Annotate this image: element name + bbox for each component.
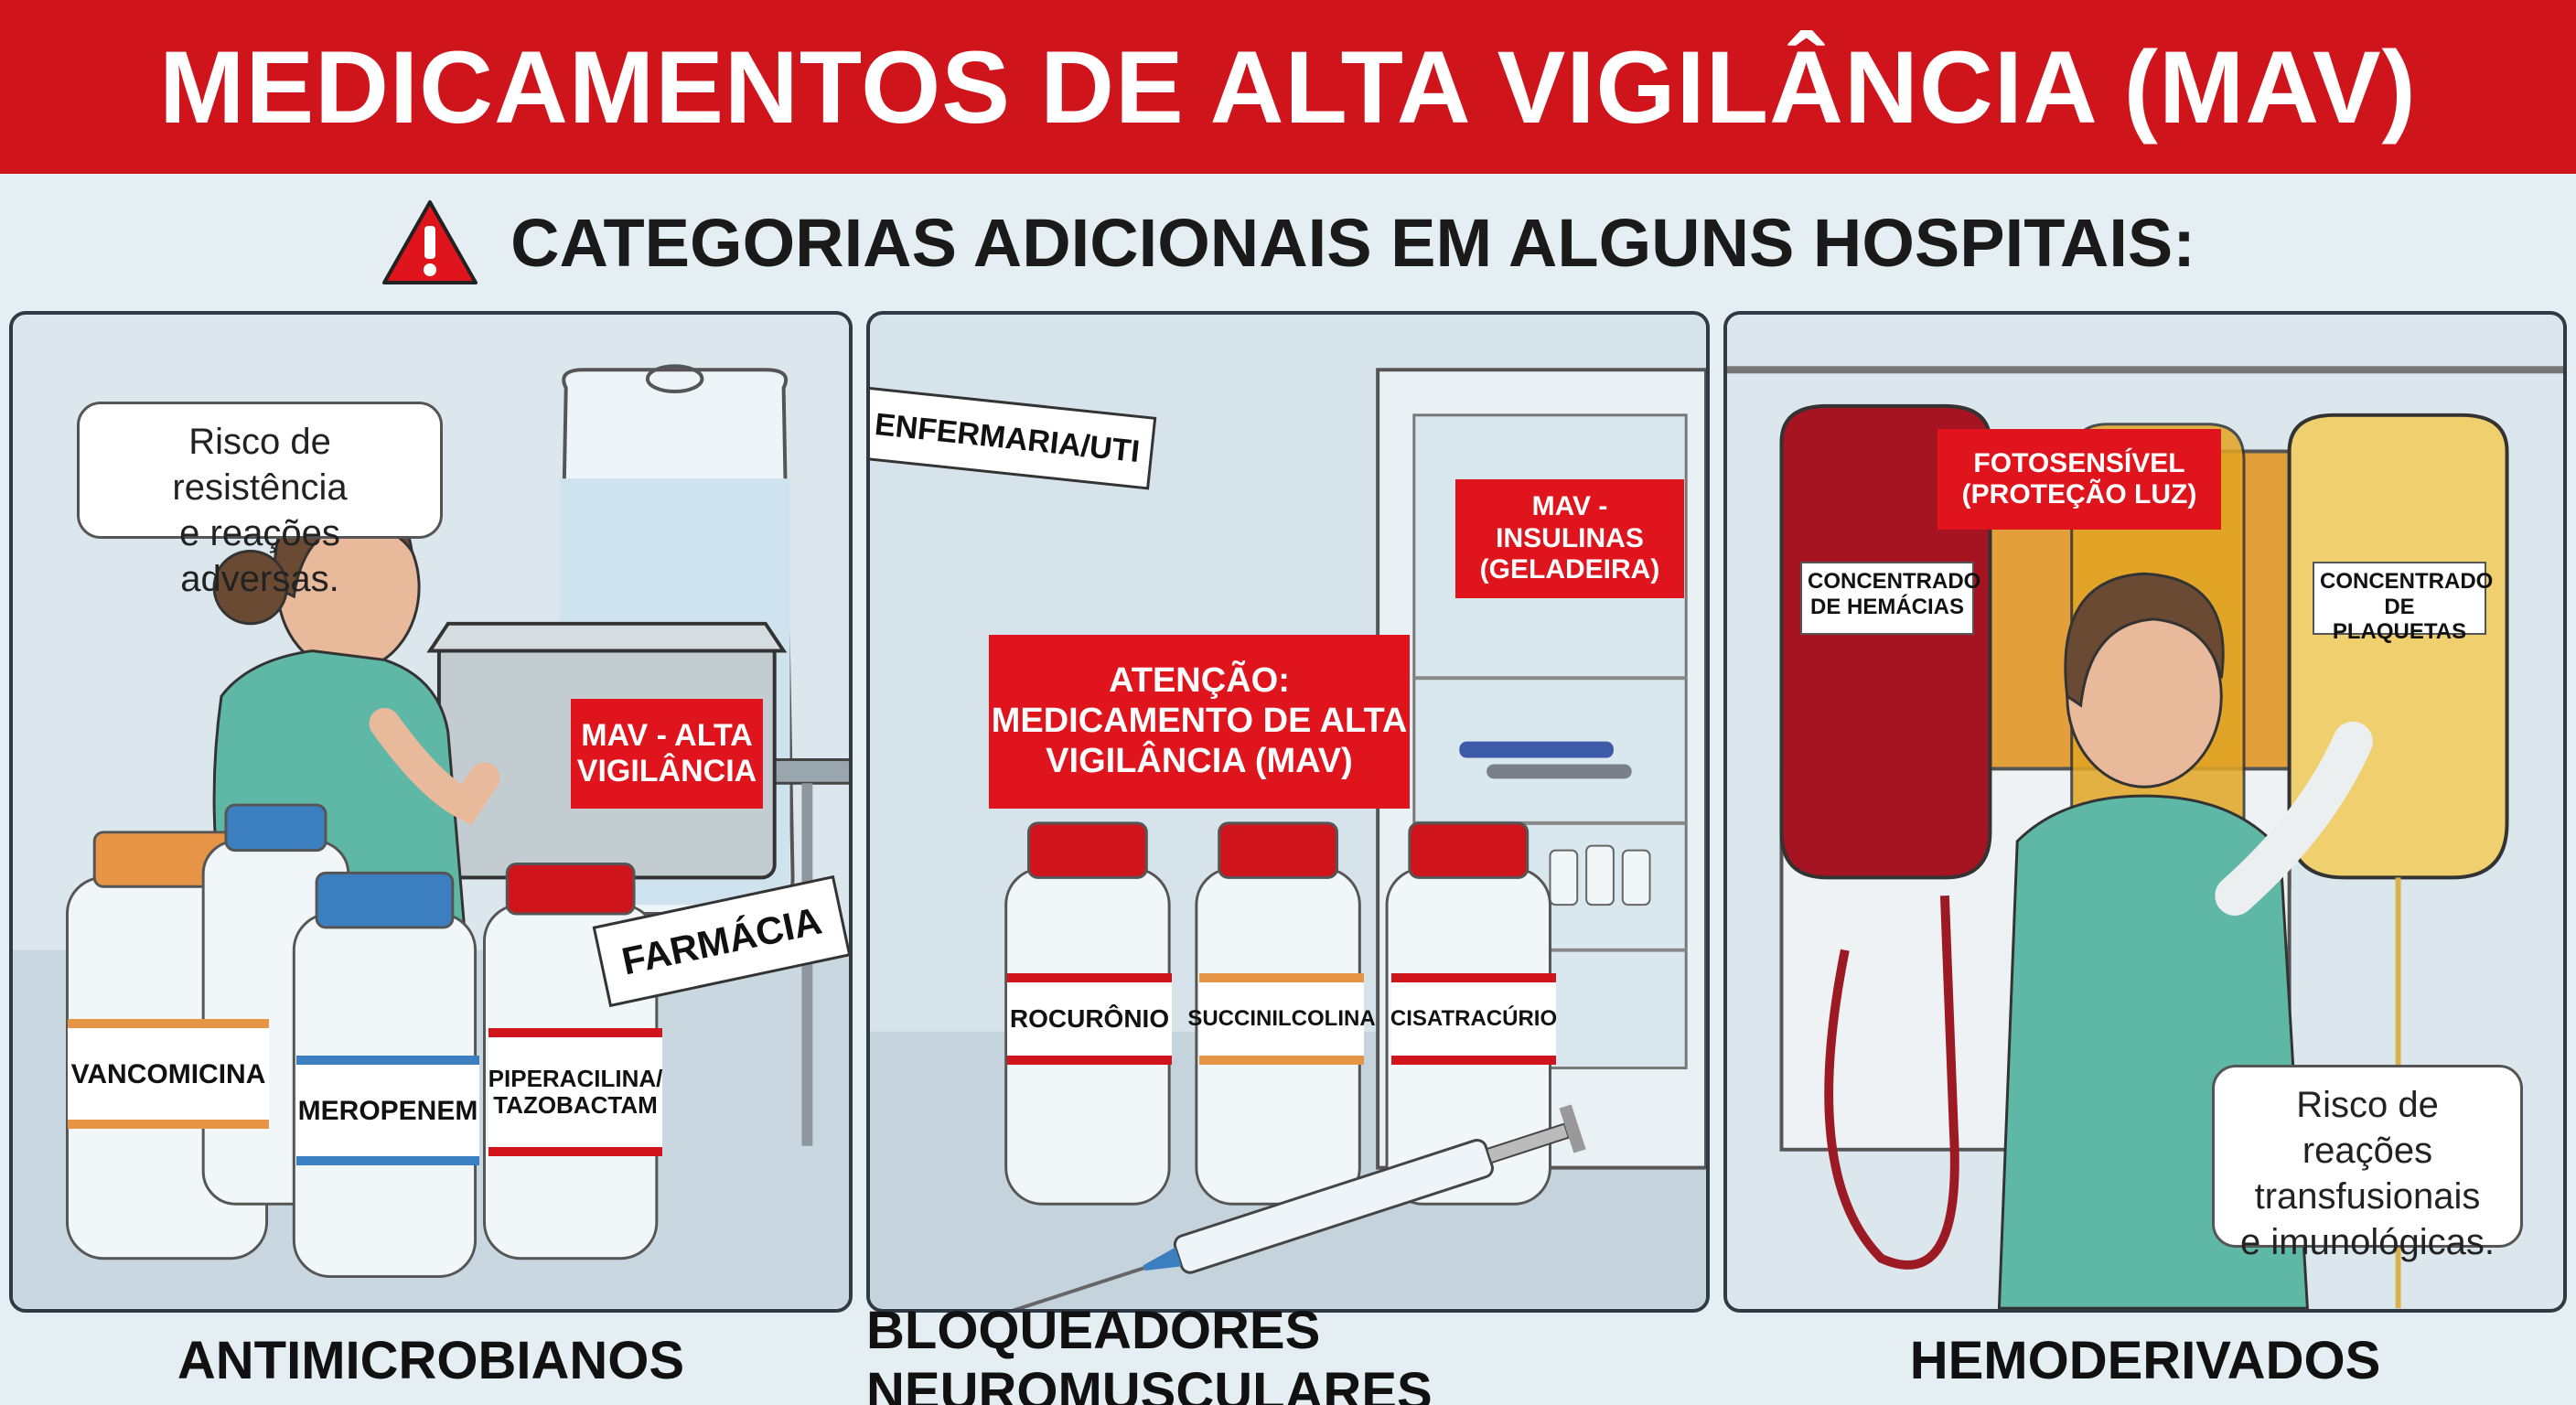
fridge-insulin-label: MAV - INSULINAS (GELADEIRA) bbox=[1455, 479, 1684, 598]
cooler-box-label: MAV - ALTA VIGILÂNCIA bbox=[571, 699, 763, 809]
page-title: MEDICAMENTOS DE ALTA VIGILÂNCIA (MAV) bbox=[159, 29, 2417, 145]
bag-label-hemacias: CONCENTRADO DE HEMÁCIAS bbox=[1800, 562, 1980, 635]
subtitle-text: CATEGORIAS ADICIONAIS EM ALGUNS HOSPITAI… bbox=[510, 204, 2195, 281]
panel-hemoderivados: FOTOSENSÍVEL (PROTEÇÃO LUZ) CONCENTRADO … bbox=[1723, 311, 2567, 1313]
speech-bubble-transfusion: Risco de reações transfusionais e imunol… bbox=[2212, 1065, 2523, 1262]
title-banner: MEDICAMENTOS DE ALTA VIGILÂNCIA (MAV) bbox=[0, 0, 2576, 174]
vial-label-meropenem: MEROPENEM bbox=[296, 1056, 479, 1165]
warning-icon bbox=[382, 200, 478, 284]
subtitle-row: CATEGORIAS ADICIONAIS EM ALGUNS HOSPITAI… bbox=[0, 183, 2576, 302]
attention-alert-sign: ATENÇÃO: MEDICAMENTO DE ALTA VIGILÂNCIA … bbox=[989, 635, 1410, 809]
bag-label-plaquetas: CONCENTRADO DE PLAQUETAS bbox=[2313, 562, 2493, 644]
icu-scene-illustration bbox=[870, 315, 1706, 1309]
caption-bloqueadores: BLOQUEADORES NEUROMUSCULARES bbox=[866, 1300, 1433, 1405]
panel-antimicrobianos: Risco de resistência e reações adversas.… bbox=[9, 311, 853, 1313]
caption-hemoderivados: HEMODERIVADOS bbox=[1909, 1331, 2381, 1390]
panel-bloqueadores: ENFERMARIA/UTI MAV - INSULINAS (GELADEIR… bbox=[866, 311, 1710, 1313]
photosensitive-label: FOTOSENSÍVEL (PROTEÇÃO LUZ) bbox=[1937, 429, 2221, 530]
vial-label-succinilcolina: SUCCINILCOLINA bbox=[1187, 973, 1376, 1065]
speech-bubble: Risco de resistência e reações adversas. bbox=[77, 402, 443, 599]
vial-label-vancomicina: VANCOMICINA bbox=[68, 1019, 269, 1129]
vial-label-piperacilina: PIPERACILINA/ TAZOBACTAM bbox=[488, 1028, 662, 1156]
caption-antimicrobianos: ANTIMICROBIANOS bbox=[177, 1331, 685, 1390]
vial-label-rocuronio: ROCURÔNIO bbox=[1007, 973, 1172, 1065]
vial-label-cisatracurio: CISATRACÚRIO bbox=[1390, 973, 1557, 1065]
